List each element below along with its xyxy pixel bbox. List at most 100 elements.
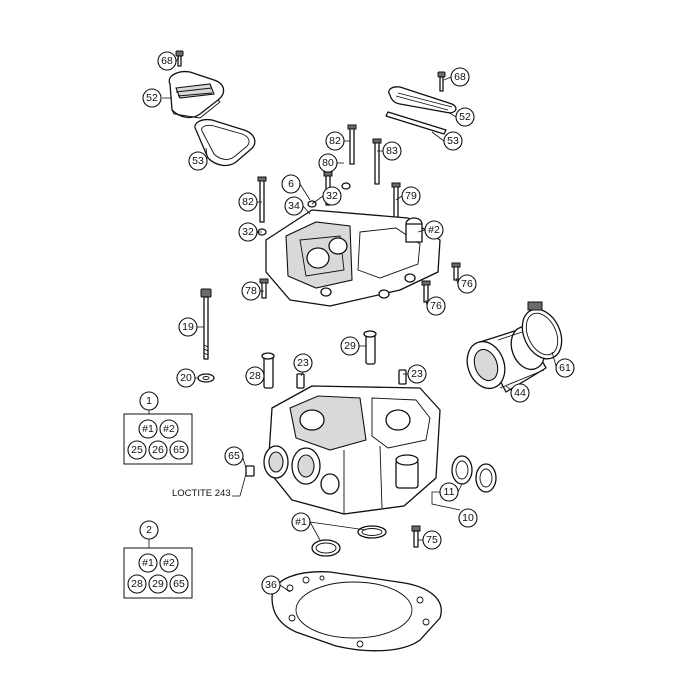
callout-circle: [426, 296, 446, 316]
callout-text: 68: [161, 55, 173, 67]
callout-text: 36: [265, 579, 277, 591]
callout-text: 83: [386, 145, 398, 157]
callout-circle: [261, 575, 281, 595]
callout-circle: [139, 391, 159, 411]
callout-text: 34: [288, 200, 300, 212]
valve-guide-29: [363, 330, 377, 365]
head-bolt-19: [197, 288, 215, 383]
callout-circle: [138, 553, 158, 573]
callout-circle: [401, 186, 421, 206]
callout-circle: [224, 446, 244, 466]
kit-item-kit2-bottom-0: 28: [127, 574, 147, 594]
callout-c52b: 52: [455, 107, 475, 127]
callout-text: #2: [163, 423, 175, 435]
callout-circle: [127, 574, 147, 594]
callout-circle: [424, 220, 444, 240]
callout-text: 76: [461, 278, 473, 290]
callout-c68a: 68: [157, 51, 177, 71]
callout-text: 28: [131, 578, 143, 590]
kit-item-kit2-bottom-1: 29: [148, 574, 168, 594]
callout-text: #1: [295, 516, 307, 528]
kit-item-kit1-top-0: #1: [138, 419, 158, 439]
kit-item-kit1-bottom-1: 26: [148, 440, 168, 460]
callout-text: 29: [152, 578, 164, 590]
callout-circle: [159, 419, 179, 439]
ring-10: [475, 463, 497, 493]
callout-c61: 61: [555, 358, 575, 378]
callout-circle: [188, 151, 208, 171]
callout-circle: [281, 174, 301, 194]
callout-text: 76: [430, 300, 442, 312]
callout-circle: [148, 440, 168, 460]
callout-c52a: 52: [142, 88, 162, 108]
camshaft-carrier: [265, 209, 441, 307]
callout-circle: [241, 281, 261, 301]
callout-text: 26: [152, 444, 164, 456]
callout-text: 10: [462, 512, 474, 524]
kit-item-kit1-bottom-0: 25: [127, 440, 147, 460]
callout-text: #2: [163, 557, 175, 569]
callout-text: 29: [344, 340, 356, 352]
valve-cover-left: [168, 70, 225, 119]
gasket-53-right: [385, 111, 447, 135]
o-rings-1: [311, 525, 387, 557]
callout-c79: 79: [401, 186, 421, 206]
bolt-68-left: [175, 50, 184, 67]
callout-text: 2: [146, 524, 152, 536]
callout-text: #2: [428, 224, 440, 236]
callout-circle: [169, 574, 189, 594]
callout-c11: 11: [439, 482, 459, 502]
callout-circle: [138, 419, 158, 439]
callout-text: 32: [326, 190, 338, 202]
callout-c20: 20: [176, 368, 196, 388]
callout-text: 25: [131, 444, 143, 456]
callout-circle: [159, 553, 179, 573]
callout-c29a: 29: [340, 336, 360, 356]
callout-c28a: 28: [245, 366, 265, 386]
callout-c10: 10: [458, 508, 478, 528]
kit-item-kit1-top-1: #2: [159, 419, 179, 439]
callout-text: 82: [242, 196, 254, 208]
callout-text: 75: [426, 534, 438, 546]
callout-c1b: #1: [291, 512, 311, 532]
callout-circle: [510, 383, 530, 403]
callout-text: 19: [182, 321, 194, 333]
callout-text: 6: [288, 178, 294, 190]
kit-item-kit2-top-0: #1: [138, 553, 158, 573]
callout-c53b: 53: [443, 131, 463, 151]
valve-guide-28: [261, 352, 275, 389]
callout-circle: [169, 440, 189, 460]
callout-circle: [443, 131, 463, 151]
callout-text: 53: [447, 135, 459, 147]
callout-circle: [450, 67, 470, 87]
callout-text: 65: [173, 444, 185, 456]
sleeve-11: [451, 455, 473, 485]
callout-c76b: 76: [426, 296, 446, 316]
callout-c65a: 65: [224, 446, 244, 466]
callout-circle: [157, 51, 177, 71]
callout-text: 23: [297, 357, 309, 369]
callout-text: 11: [444, 486, 455, 498]
kit-item-kit1-bottom-2: 65: [169, 440, 189, 460]
callout-text: 82: [329, 135, 341, 147]
callout-c80: 80: [318, 153, 338, 173]
callout-text: 52: [146, 92, 158, 104]
loctite-note: LOCTITE 243: [172, 488, 231, 499]
dowel-23-right: [398, 369, 407, 385]
callout-text: #1: [142, 423, 154, 435]
leader-lines: [148, 57, 557, 593]
callout-text: 1: [146, 395, 152, 407]
callout-c68b: 68: [450, 67, 470, 87]
callout-text: 80: [322, 157, 334, 169]
cylinder-head: [263, 385, 441, 515]
callout-text: 65: [228, 450, 240, 462]
callout-c78: 78: [241, 281, 261, 301]
dowel-23-left: [296, 373, 305, 389]
callout-circle: [422, 530, 442, 550]
callout-circle: [148, 574, 168, 594]
callout-c82a: 82: [325, 131, 345, 151]
callout-c36: 36: [261, 575, 281, 595]
